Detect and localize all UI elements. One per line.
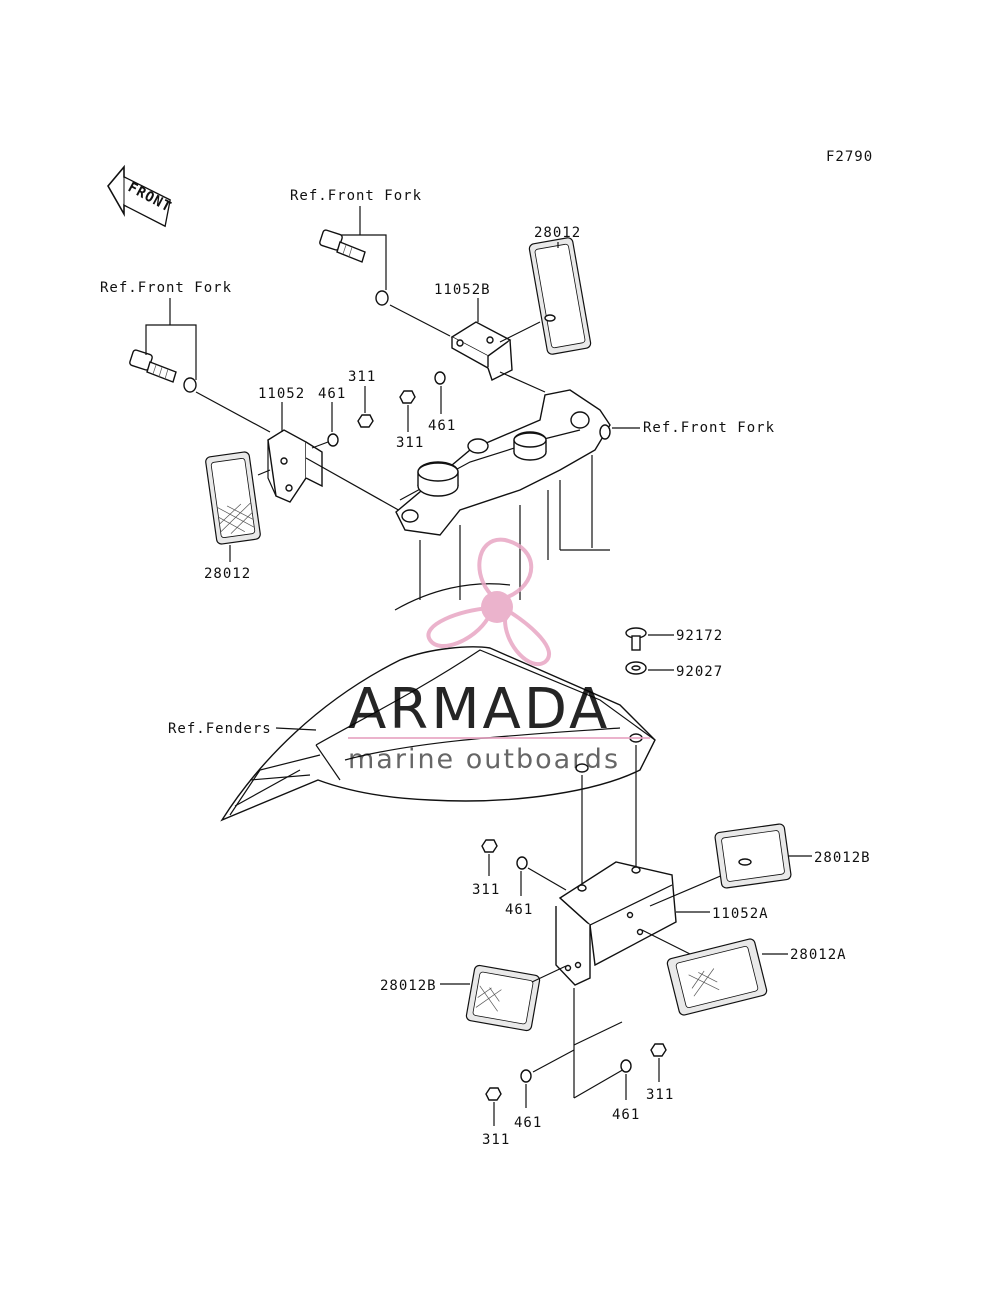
ref-fenders: Ref.Fenders: [168, 721, 272, 737]
watermark-name: ARMADA: [348, 677, 610, 742]
reflector-28012b-right: [714, 823, 792, 889]
reflector-28012-left: [205, 451, 261, 545]
part-11052a: 11052A: [712, 906, 769, 922]
washer-461-d: [520, 1069, 532, 1083]
washer-461-e: [620, 1059, 632, 1073]
bolt-top: [319, 229, 389, 306]
watermark-tagline: marine outboards: [348, 744, 620, 775]
part-311-c: 311: [472, 882, 500, 898]
nut-311-d: [485, 1087, 502, 1101]
bolt-left: [129, 349, 197, 393]
ref-front-fork-top: Ref.Front Fork: [290, 188, 422, 204]
nut-311-b: [399, 390, 416, 404]
washer-461-a: [327, 433, 339, 447]
part-461-c: 461: [505, 902, 533, 918]
part-28012-top: 28012: [534, 225, 581, 241]
nut-311-c: [481, 839, 498, 853]
ref-front-fork-left: Ref.Front Fork: [100, 280, 232, 296]
fork-clamp: [394, 389, 611, 611]
ref-front-fork-right: Ref.Front Fork: [643, 420, 775, 436]
part-461-e: 461: [612, 1107, 640, 1123]
watermark-logo: ARMADA marine outboards: [348, 537, 650, 775]
nut-311-e: [650, 1043, 667, 1057]
part-28012-left: 28012: [204, 566, 251, 582]
front-arrow-icon: FRONT: [107, 164, 174, 228]
part-28012a: 28012A: [790, 947, 847, 963]
reflector-28012a: [666, 938, 768, 1016]
part-311-a: 311: [348, 369, 376, 385]
reflector-28012b-left: [465, 964, 541, 1032]
figure-code: F2790: [826, 149, 873, 165]
washer-461-c: [516, 856, 528, 870]
part-311-d: 311: [482, 1132, 510, 1148]
part-11052: 11052: [258, 386, 305, 402]
part-461-b: 461: [428, 418, 456, 434]
part-92172: 92172: [676, 628, 723, 644]
nut-311-a: [357, 414, 374, 428]
bracket-11052b: [450, 321, 513, 381]
part-311-b: 311: [396, 435, 424, 451]
part-311-e: 311: [646, 1087, 674, 1103]
part-28012b-left: 28012B: [380, 978, 437, 994]
washer-461-b: [434, 371, 446, 385]
bracket-11052a: [555, 861, 677, 986]
part-92027: 92027: [676, 664, 723, 680]
bracket-11052: [267, 429, 323, 503]
fender: [220, 646, 656, 822]
reflector-28012-top: [528, 237, 592, 355]
screw-92172: [625, 627, 647, 651]
part-461-a: 461: [318, 386, 346, 402]
part-461-d: 461: [514, 1115, 542, 1131]
part-28012b-right: 28012B: [814, 850, 871, 866]
part-11052b: 11052B: [434, 282, 491, 298]
